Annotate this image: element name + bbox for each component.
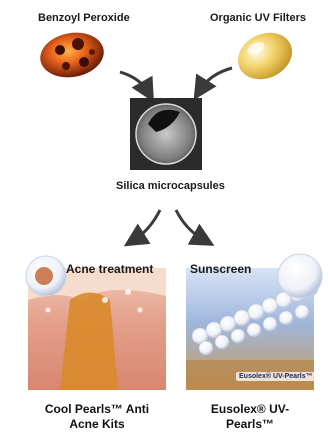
eusolex-caption-line2: Pearls™ [182, 417, 318, 432]
acne-treatment-image [26, 256, 166, 390]
benzoyl-peroxide-image [37, 28, 108, 82]
arrow-down-right [176, 210, 204, 240]
acne-treatment-label: Acne treatment [66, 262, 153, 276]
arrow-down-left [134, 210, 160, 240]
silica-microcapsules-label: Silica microcapsules [116, 180, 225, 192]
arrow-left-down [120, 72, 148, 92]
eusolex-caption: Eusolex® UV- Pearls™ [182, 402, 318, 432]
sunscreen-label: Sunscreen [190, 262, 251, 276]
eusolex-badge: Eusolex® UV-Pearls™ [236, 372, 316, 381]
cool-pearls-caption-line2: Acne Kits [18, 417, 176, 432]
arrow-right-down [200, 68, 232, 90]
cool-pearls-caption: Cool Pearls™ Anti Acne Kits [18, 402, 176, 432]
uv-filters-image [230, 24, 299, 88]
eusolex-caption-line1: Eusolex® UV- [182, 402, 318, 417]
cool-pearls-caption-line1: Cool Pearls™ Anti [18, 402, 176, 417]
silica-microcapsule-image [130, 98, 202, 170]
